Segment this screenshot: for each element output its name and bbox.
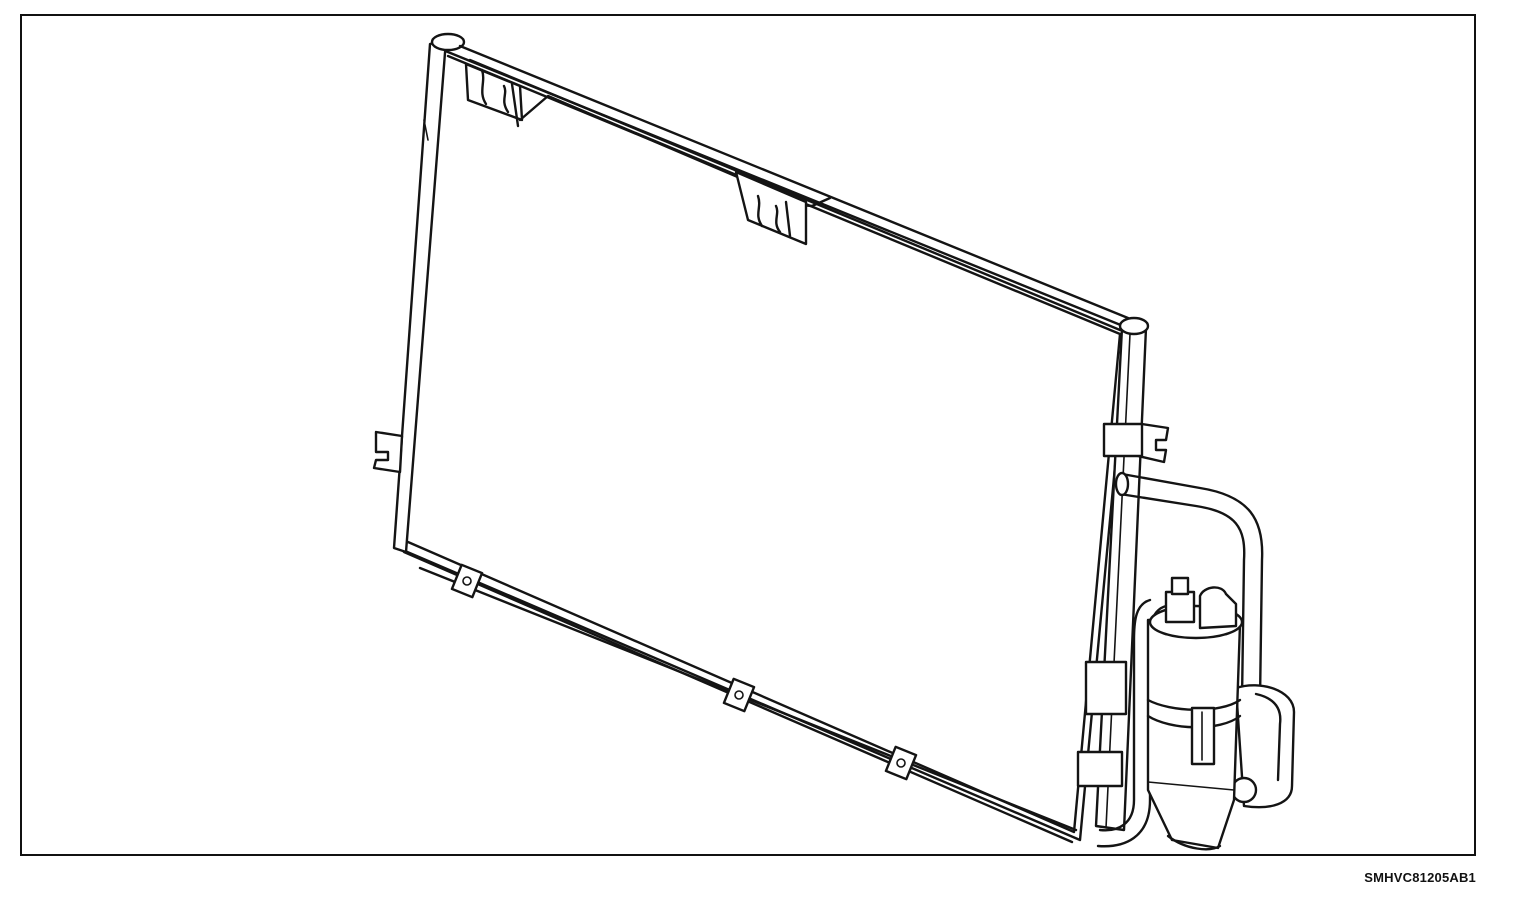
header-clamp-1 xyxy=(1084,660,1128,716)
header-clamp-2 xyxy=(1076,750,1124,788)
upper-bracket-left xyxy=(464,62,524,128)
left-side-bracket xyxy=(372,430,404,474)
refrigerant-pipe xyxy=(1096,471,1264,848)
receiver-drier xyxy=(1146,576,1296,851)
diagram-frame xyxy=(20,14,1476,856)
lower-tab-2 xyxy=(722,677,756,713)
right-side-bracket xyxy=(1102,422,1170,464)
top-rail xyxy=(458,44,1130,332)
figure-code: SMHVC81205AB1 xyxy=(1364,870,1476,885)
condenser-core xyxy=(396,46,1130,842)
lower-tab-1 xyxy=(450,563,484,599)
lower-tab-3 xyxy=(884,745,918,781)
upper-bracket-center xyxy=(734,170,808,246)
left-header-tank xyxy=(392,32,466,554)
